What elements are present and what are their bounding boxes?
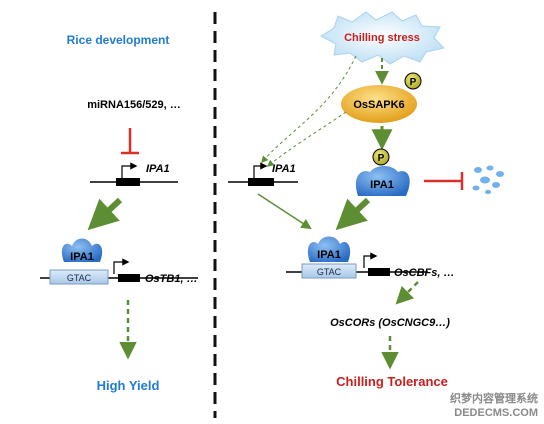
mirna-label: miRNA156/529, …: [87, 99, 181, 111]
degradation-inhibition-mark: [424, 172, 464, 190]
right-ipa1-protein: [307, 236, 351, 262]
chilling-stress-cloud: [319, 11, 445, 65]
left-ipa1-protein-label: IPA1: [70, 251, 94, 263]
left-gtac-label: GTAC: [67, 273, 92, 283]
kinase-phospho-label: P: [410, 77, 417, 88]
ipa1-phospho-label: P: [378, 153, 385, 164]
right-ipa1-protein-label: IPA1: [317, 249, 341, 261]
left-ipa1-gene-label: IPA1: [146, 163, 170, 175]
gene-to-bound-ipa1-arrow: [257, 193, 312, 230]
left-ipa1-protein: [61, 238, 103, 262]
ossapk6-kinase: [341, 85, 417, 123]
right-outcome-label: Chilling Tolerance: [336, 374, 448, 389]
chilling-stress-label: Chilling stress: [344, 32, 420, 44]
watermark-line1: 织梦内容管理系统: [450, 391, 538, 405]
cbfs-to-cors-arrow: [395, 281, 419, 305]
right-target-gene-label: OsCBFs, …: [394, 267, 455, 279]
left-panel-title: Rice development: [67, 33, 170, 47]
kinase-phospho-badge: [404, 72, 422, 90]
right-ipa1-gene-label: IPA1: [272, 163, 296, 175]
ossapk6-label: OsSAPK6: [353, 99, 404, 111]
kinase-to-gene-arrow: [266, 111, 347, 167]
stress-to-gene-arrow: [261, 55, 357, 164]
left-outcome-label: High Yield: [97, 378, 160, 393]
left-ipa1-gene: [90, 162, 178, 186]
right-gtac-label: GTAC: [317, 267, 342, 277]
degradation-fragments: [472, 165, 504, 195]
mirna-inhibition-mark: [121, 128, 139, 155]
downstream-genes-label: OsCORs (OsCNGC9…): [330, 317, 450, 329]
right-gtac-box: [301, 263, 357, 279]
left-translation-arrow: [87, 197, 123, 231]
left-gtac-box: [49, 269, 109, 285]
phospho-ipa1-protein: [355, 166, 410, 196]
right-ipa1-gene: [228, 162, 298, 186]
ipa1-phospho-badge: [372, 148, 390, 166]
watermark-line2: DEDECMS.COM: [454, 407, 538, 419]
phospho-to-bound-ipa1-arrow: [335, 197, 371, 231]
left-target-gene-label: OsTB1, …: [145, 273, 198, 285]
phospho-ipa1-label: IPA1: [370, 179, 394, 191]
